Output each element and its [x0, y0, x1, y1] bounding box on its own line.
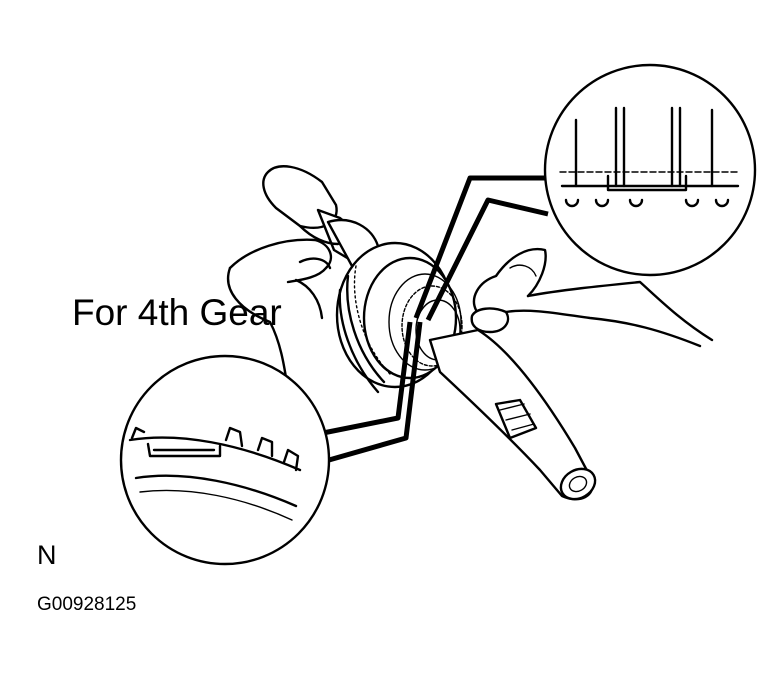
figure-label: For 4th Gear [72, 292, 282, 333]
tool-handle [262, 165, 380, 269]
right-hand [470, 247, 714, 348]
detail-inset-upper [543, 63, 757, 277]
left-hand [227, 238, 333, 392]
shaft [428, 328, 597, 501]
leader-upper [413, 175, 552, 319]
detail-inset-lower [119, 354, 331, 566]
leader-lower [321, 321, 423, 465]
corner-mark: N [37, 540, 57, 570]
figure-code: G00928125 [37, 594, 137, 615]
